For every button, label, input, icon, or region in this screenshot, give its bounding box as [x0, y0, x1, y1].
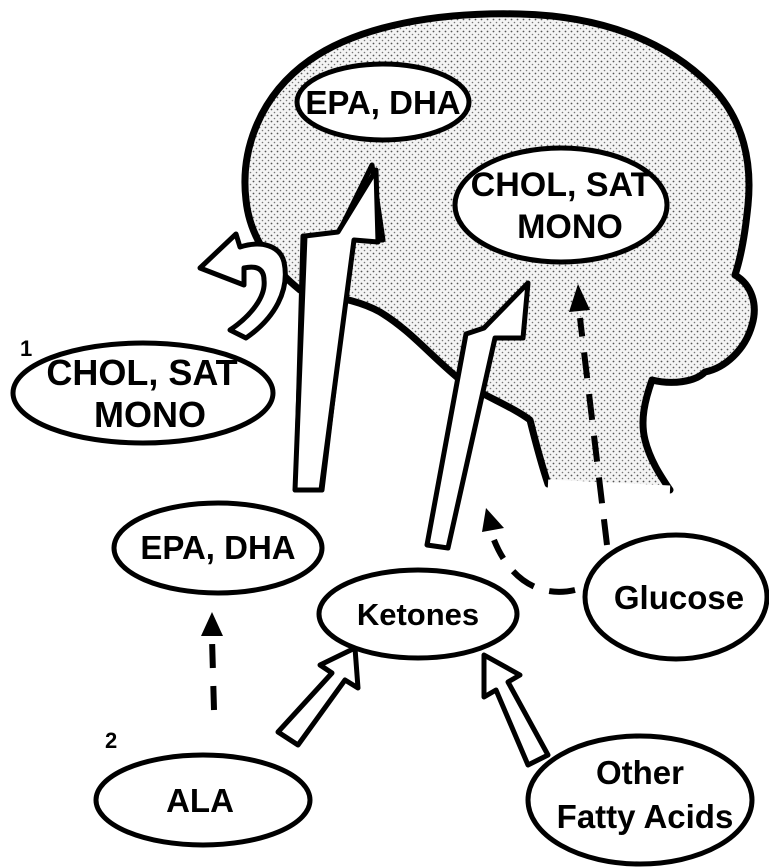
arrow-fatty-acids-to-ketones: [484, 655, 548, 765]
ketones-label: Ketones: [357, 597, 479, 632]
brain-epa-dha-label: EPA, DHA: [305, 84, 460, 121]
dashed-arrow-ala-to-epa: [212, 638, 214, 710]
left-chol-label-line1: CHOL, SAT: [46, 352, 237, 393]
marker-2: 2: [105, 728, 117, 753]
epa-dha-label: EPA, DHA: [140, 529, 295, 566]
arrow-ala-to-ketones: [278, 648, 358, 745]
arrow-curved-out: [200, 234, 285, 338]
dashed-arrow-glucose-to-ketones: [494, 540, 575, 592]
glucose-label: Glucose: [614, 579, 744, 616]
other-fatty-acids-label-line1: Other: [596, 754, 684, 791]
ala-label: ALA: [166, 782, 234, 819]
other-fatty-acids-label-line2: Fatty Acids: [557, 798, 734, 835]
brain-chol-label-line2: MONO: [517, 208, 623, 246]
brain-chol-label-line1: CHOL, SAT: [471, 166, 652, 204]
left-chol-label-line2: MONO: [94, 394, 206, 435]
marker-1: 1: [20, 336, 32, 361]
